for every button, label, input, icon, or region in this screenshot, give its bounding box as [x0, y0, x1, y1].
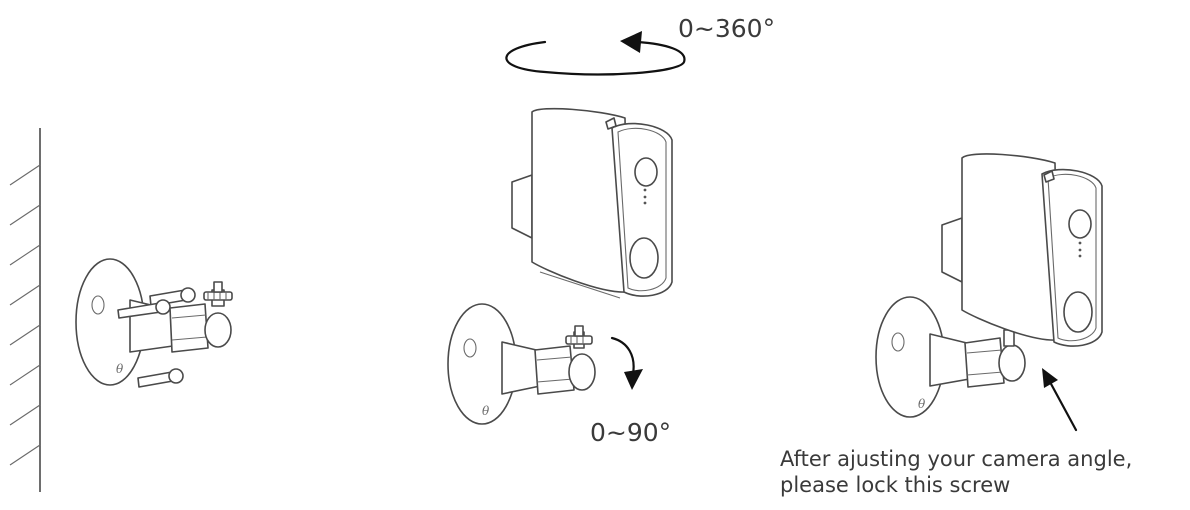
- wall-mount-right: θ: [875, 296, 1026, 418]
- screw-bottom: [137, 368, 184, 388]
- caption-line-2: please lock this screw: [780, 473, 1011, 497]
- rotation-360-arrow: [505, 31, 686, 76]
- wall-mount-middle: θ: [447, 303, 596, 425]
- svg-text:θ: θ: [116, 362, 124, 376]
- wall: [9, 128, 41, 492]
- svg-text:θ: θ: [918, 397, 926, 411]
- svg-text:θ: θ: [482, 404, 490, 418]
- wall-mount-left: θ: [75, 258, 233, 386]
- rotation-360-label: 0~360°: [678, 14, 776, 43]
- rotation-90-arrow: [610, 336, 643, 390]
- camera-right: [941, 153, 1103, 347]
- rotation-90-label: 0~90°: [590, 418, 672, 447]
- lock-screw-pointer-arrow: [1042, 368, 1078, 432]
- caption-line-1: After ajusting your camera angle,: [780, 447, 1133, 471]
- lock-screw-caption: After ajusting your camera angle, please…: [780, 446, 1132, 498]
- camera-middle: [511, 107, 673, 299]
- screw-top-2: [117, 299, 171, 319]
